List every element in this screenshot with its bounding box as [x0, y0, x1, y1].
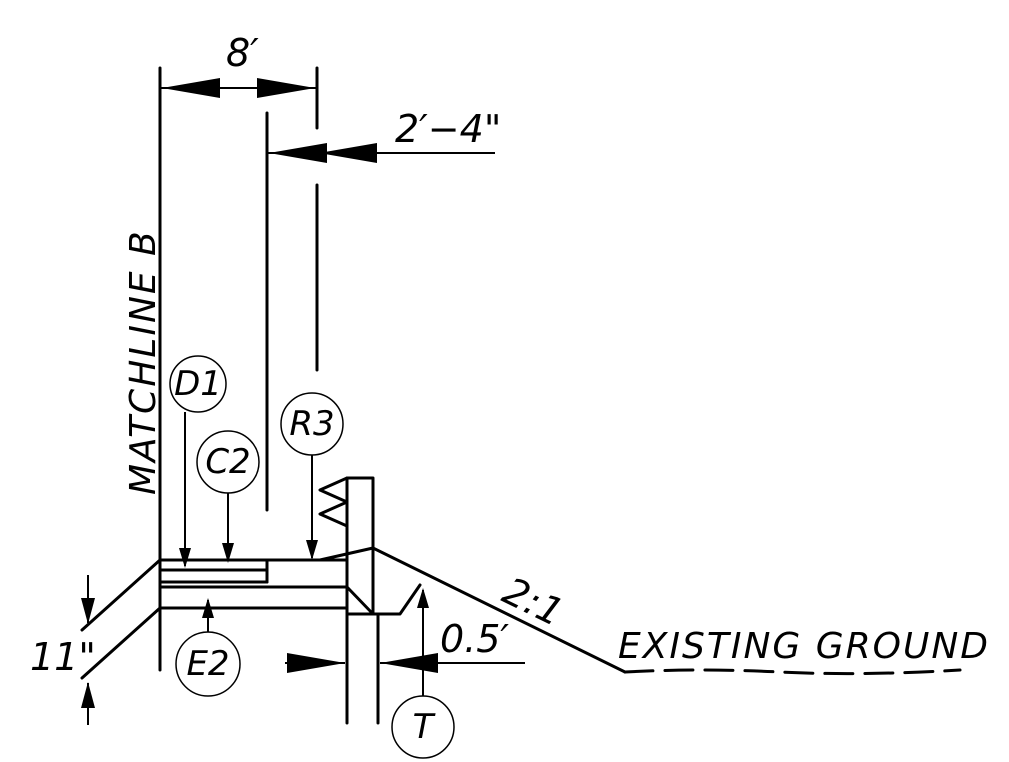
curb-bottom-chamfer [345, 583, 422, 616]
arrowhead-2ft4in-b [319, 143, 377, 163]
callout-d1-arrow [179, 548, 191, 568]
curb-block [345, 476, 375, 616]
slope-line [371, 546, 627, 674]
callout-r3-label: R3 [289, 404, 334, 444]
callout-t-arrow [417, 588, 429, 608]
arrowhead-2ft4in-a [269, 143, 327, 163]
dim-label-0.5ft: 0.5′ [440, 617, 509, 661]
callout-e2-arrow [202, 598, 214, 618]
matchline-label: MATCHLINE B [123, 229, 164, 495]
callout-d1-circle [169, 355, 227, 413]
curb-top-slope-left [318, 546, 375, 562]
callout-t-label: T [413, 707, 436, 747]
arrowhead-8ft-left [162, 78, 220, 98]
dim-label-11in: 11" [30, 635, 96, 679]
callout-e2-label: E2 [186, 644, 229, 684]
arrowhead-11in-bottom [81, 682, 95, 708]
callout-r3-arrow [306, 540, 318, 560]
arrowhead-8ft-right [257, 78, 315, 98]
left-edge-lower [80, 606, 162, 680]
callout-c2-arrow [222, 543, 234, 563]
curb-notch [318, 476, 349, 528]
arrowhead-0.5ft-right [380, 653, 438, 673]
existing-ground-line [623, 668, 962, 676]
arrowhead-0.5ft-left [287, 653, 345, 673]
dim-label-2ft4in: 2′−4" [395, 107, 501, 151]
callout-d1-label: D1 [174, 364, 222, 404]
left-edge-upper [80, 558, 162, 632]
arrowhead-11in-top [81, 598, 95, 624]
existing-ground-label: EXISTING GROUND [618, 626, 990, 667]
dim-label-8ft: 8′ [226, 31, 259, 75]
callout-c2-label: C2 [205, 442, 250, 482]
